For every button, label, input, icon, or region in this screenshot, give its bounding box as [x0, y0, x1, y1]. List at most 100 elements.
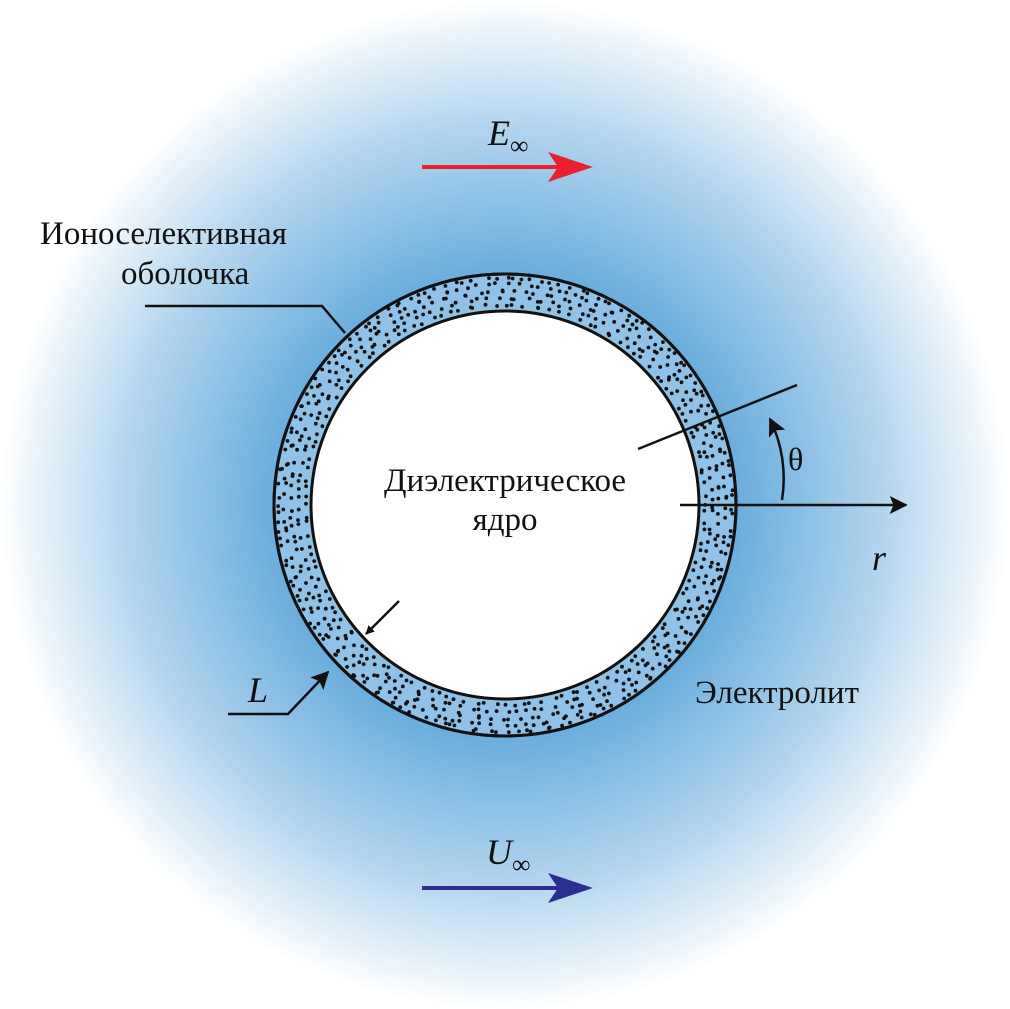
shell-dot: [300, 547, 304, 551]
shell-dot: [704, 590, 709, 595]
shell-dot: [447, 701, 452, 706]
shell-dot: [506, 281, 511, 286]
shell-dot: [360, 644, 365, 649]
shell-dot: [615, 669, 620, 674]
shell-dot: [324, 589, 328, 594]
shell-dot: [362, 349, 367, 354]
shell-dot: [288, 516, 293, 520]
shell-dot: [329, 627, 333, 631]
shell-dot: [707, 466, 712, 471]
shell-dot: [720, 461, 725, 466]
shell-dot: [627, 692, 631, 697]
shell-dot: [316, 606, 320, 610]
shell-dot: [372, 342, 377, 347]
shell-dot: [524, 290, 529, 294]
shell-dot: [298, 569, 303, 574]
shell-dot: [519, 717, 523, 721]
shell-dot: [689, 430, 694, 435]
shell-dot: [681, 398, 685, 402]
shell-dot: [357, 660, 362, 665]
shell-dot: [355, 331, 359, 336]
shell-dot: [705, 606, 710, 611]
shell-dot: [729, 507, 733, 512]
shell-dot: [289, 556, 294, 560]
shell-dot: [609, 703, 614, 708]
shell-dot: [665, 643, 670, 648]
shell-dot: [560, 723, 564, 728]
shell-dot: [495, 277, 499, 281]
shell-dot: [701, 613, 706, 618]
shell-dot: [607, 691, 611, 696]
shell-dot: [298, 587, 302, 592]
shell-dot: [362, 680, 367, 684]
shell-dot: [730, 488, 735, 493]
shell-dot: [709, 444, 713, 448]
shell-dot: [555, 710, 560, 715]
shell-dot: [638, 354, 643, 359]
shell-dot: [295, 430, 299, 435]
shell-dot: [427, 295, 432, 300]
shell-dot: [553, 705, 558, 709]
shell-dot: [334, 382, 339, 387]
shell-dot: [594, 680, 599, 684]
shell-dot: [409, 296, 414, 301]
shell-dot: [367, 321, 371, 326]
shell-dot: [535, 285, 540, 289]
shell-dot: [659, 379, 663, 383]
shell-dot: [324, 633, 328, 638]
shell-dot: [495, 304, 499, 308]
shell-dot: [407, 710, 411, 714]
shell-dot: [720, 436, 725, 441]
shell-dot: [719, 550, 723, 554]
field-U-label: U∞: [486, 832, 531, 879]
shell-dot: [656, 375, 660, 380]
shell-dot: [349, 629, 354, 634]
shell-dot: [653, 342, 658, 347]
shell-dot: [676, 640, 681, 645]
shell-dot: [454, 288, 459, 293]
shell-dot: [276, 520, 281, 525]
shell-dot: [421, 312, 425, 317]
shell-dot: [299, 564, 303, 569]
shell-dot: [719, 567, 724, 572]
shell-dot: [620, 664, 624, 669]
shell-dot: [647, 327, 651, 332]
shell-dot: [683, 418, 688, 423]
shell-dot: [347, 337, 352, 342]
shell-dot: [666, 355, 670, 359]
shell-dot: [581, 289, 586, 293]
shell-dot: [607, 333, 612, 338]
shell-dot: [284, 462, 289, 467]
shell-dot: [290, 509, 294, 513]
shell-dot: [509, 303, 514, 307]
shell-dot: [619, 308, 624, 313]
shell-dot: [637, 347, 642, 352]
shell-dot: [579, 715, 584, 720]
shell-dot: [633, 654, 638, 658]
shell-dot: [284, 558, 289, 563]
shell-dot: [689, 398, 693, 402]
shell-dot: [295, 594, 300, 598]
shell-dot: [494, 730, 498, 735]
shell-dot: [484, 296, 489, 301]
shell-dot: [317, 383, 322, 387]
shell-dot: [359, 363, 364, 368]
shell-dot: [334, 395, 339, 400]
shell-dot: [461, 699, 466, 704]
shell-dot: [304, 515, 309, 520]
shell-dot: [702, 450, 707, 455]
shell-label-line2: оболочка: [121, 256, 250, 292]
shell-dot: [284, 481, 288, 485]
shell-dot: [702, 580, 707, 585]
shell-dot: [294, 575, 298, 579]
shell-dot: [443, 284, 448, 288]
shell-dot: [677, 369, 682, 373]
shell-dot: [447, 722, 452, 727]
shell-dot: [289, 496, 294, 500]
shell-dot: [454, 280, 459, 285]
shell-dot: [376, 329, 381, 334]
shell-dot: [280, 466, 284, 471]
shell-dot: [697, 606, 702, 611]
shell-dot: [627, 313, 632, 318]
shell-dot: [488, 722, 493, 727]
